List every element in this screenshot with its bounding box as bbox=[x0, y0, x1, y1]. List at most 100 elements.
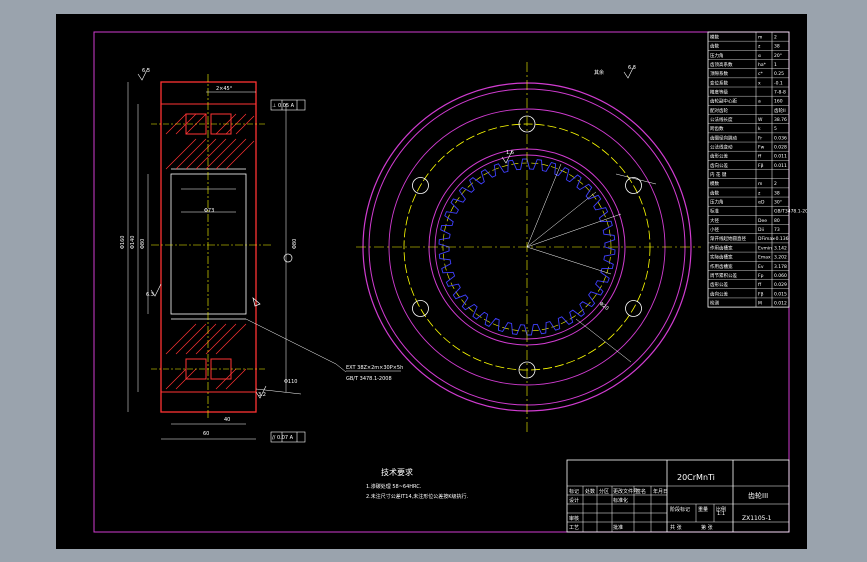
param-name: 齿向公差 bbox=[710, 162, 728, 169]
dim-width: 60 bbox=[203, 431, 209, 437]
part-name: 齿轮III bbox=[748, 491, 768, 500]
param-name: 检测 bbox=[710, 299, 719, 306]
param-symbol: z bbox=[758, 45, 761, 50]
svg-text:共 张: 共 张 bbox=[670, 524, 682, 531]
svg-text:重量: 重量 bbox=[698, 506, 708, 513]
svg-text:标记: 标记 bbox=[569, 488, 579, 495]
svg-text:处数: 处数 bbox=[585, 488, 595, 495]
param-value: 0.012 bbox=[774, 300, 787, 306]
bolt-hole bbox=[412, 300, 429, 317]
param-name: 模数 bbox=[710, 34, 719, 41]
title-block: 20CrMnTi 齿轮III ZX1105-1 1:1 标记 处数 分区 更改文… bbox=[566, 459, 790, 533]
param-value: 30° bbox=[774, 200, 782, 206]
svg-text:审核: 审核 bbox=[569, 515, 579, 522]
param-symbol: α bbox=[758, 54, 761, 59]
param-name: 公法线长度 bbox=[710, 116, 733, 123]
param-name: 齿形公差 bbox=[710, 281, 728, 288]
param-name: 变位系数 bbox=[710, 79, 728, 86]
svg-text:工艺: 工艺 bbox=[569, 525, 579, 531]
param-symbol: m bbox=[758, 36, 762, 41]
param-symbol: Fβ bbox=[758, 163, 764, 169]
svg-text:年月日: 年月日 bbox=[653, 488, 668, 495]
param-value: 0.015 bbox=[774, 291, 787, 297]
param-value: 73 bbox=[774, 227, 780, 233]
front-view: Φ20 6.3 其余 1.6 bbox=[356, 62, 701, 434]
param-value: 0.036 bbox=[774, 135, 787, 141]
param-name: 齿形公差 bbox=[710, 153, 728, 160]
param-value: 0.028 bbox=[774, 145, 787, 151]
param-value: 80 bbox=[774, 218, 780, 224]
svg-text:分区: 分区 bbox=[599, 488, 609, 495]
dim-hole: Φ20 bbox=[598, 301, 610, 312]
param-symbol: Fw bbox=[758, 145, 765, 151]
param-value: 38 bbox=[774, 44, 780, 50]
param-name: 标准 bbox=[710, 208, 719, 215]
param-value: 齿轮II bbox=[774, 107, 786, 114]
param-value: 2 bbox=[774, 181, 777, 187]
hatch-top bbox=[165, 113, 255, 170]
roughness-symbol-bore: 6.3 bbox=[146, 283, 162, 298]
param-name: 周节累积公差 bbox=[710, 272, 737, 279]
param-name: 大径 bbox=[710, 217, 719, 224]
svg-text:3.2: 3.2 bbox=[258, 392, 266, 398]
bolt-hole bbox=[625, 300, 642, 317]
param-value: 20° bbox=[774, 53, 782, 59]
drawing-number: ZX1105-1 bbox=[742, 515, 772, 522]
tech-item-2: 2.未注尺寸公差IT14,未注形位公差按K级执行. bbox=[366, 493, 469, 500]
param-name: 配对齿轮 bbox=[710, 107, 728, 114]
param-symbol: ff bbox=[758, 282, 762, 288]
param-symbol: x bbox=[758, 81, 761, 86]
param-value: 0.029 bbox=[774, 282, 787, 288]
param-value: 3.142 bbox=[774, 245, 787, 251]
param-symbol: M bbox=[758, 300, 762, 306]
dim-pcd: Φ110 bbox=[284, 379, 297, 385]
param-symbol: a bbox=[758, 100, 761, 105]
param-symbol: k bbox=[758, 126, 761, 132]
param-value: 38 bbox=[774, 190, 780, 196]
param-value: 2 bbox=[774, 35, 777, 41]
svg-text:比例: 比例 bbox=[716, 506, 726, 513]
param-value: 0.011 bbox=[774, 163, 787, 169]
roughness-symbol-side: 3.2 bbox=[255, 385, 267, 399]
param-value: 5 bbox=[774, 126, 777, 132]
param-name: 内 花 键 bbox=[710, 171, 727, 178]
param-name: 齿数 bbox=[710, 189, 719, 196]
tolerance-frame-top: ⊥ 0.05 A bbox=[270, 99, 306, 111]
svg-text:更改文件号: 更改文件号 bbox=[613, 488, 638, 495]
section-view: Φ160 Φ140 Φ80 Φ80 60 40 Φ73 2×45° Φ110 6… bbox=[120, 67, 403, 443]
param-name: 齿顶高系数 bbox=[710, 61, 733, 68]
other-label: 其余 bbox=[594, 69, 604, 76]
dim-bore: Φ80 bbox=[140, 239, 146, 249]
svg-text:// 0.07 A: // 0.07 A bbox=[272, 435, 294, 441]
param-value: 0.25 bbox=[774, 71, 784, 77]
param-name: 压力角 bbox=[710, 52, 724, 59]
technical-requirements: 技术要求 1.渗碳处理 58~64HRC. 2.未注尺寸公差IT14,未注形位公… bbox=[366, 467, 469, 500]
param-name: 齿轮副中心距 bbox=[710, 98, 737, 105]
spline-note-2: GB/T 3478.1-2008 bbox=[346, 376, 392, 382]
roughness-symbol-right: 6.3 其余 bbox=[594, 65, 636, 79]
param-symbol: z bbox=[758, 191, 761, 196]
param-name: 精度等级 bbox=[710, 89, 728, 96]
param-value: 38.76 bbox=[774, 117, 787, 123]
param-symbol: DFimax bbox=[758, 236, 775, 242]
dim-bore-inner: Φ73 bbox=[204, 208, 214, 214]
param-value: -0.1 bbox=[774, 80, 783, 86]
param-value: 160 bbox=[774, 99, 783, 105]
tech-title: 技术要求 bbox=[381, 467, 413, 477]
param-symbol: ff bbox=[758, 154, 762, 160]
param-symbol: αD bbox=[758, 200, 765, 206]
param-symbol: ha* bbox=[758, 62, 767, 68]
param-symbol: Ev bbox=[758, 264, 764, 270]
param-value: 0.011 bbox=[774, 154, 787, 160]
param-symbol: c* bbox=[758, 71, 763, 77]
drawing-viewport[interactable]: Φ160 Φ140 Φ80 Φ80 60 40 Φ73 2×45° Φ110 6… bbox=[56, 14, 807, 549]
tolerance-frame-bottom: // 0.07 A bbox=[270, 431, 306, 443]
svg-text:⊥ 0.05 A: ⊥ 0.05 A bbox=[272, 103, 295, 109]
gear-section-outline bbox=[160, 81, 257, 413]
param-symbol: Fr bbox=[758, 135, 762, 141]
tech-item-1: 1.渗碳处理 58~64HRC. bbox=[366, 483, 422, 490]
dim-outer: Φ160 bbox=[120, 236, 126, 249]
svg-text:6.3: 6.3 bbox=[142, 68, 150, 74]
param-symbol: Fp bbox=[758, 273, 764, 279]
